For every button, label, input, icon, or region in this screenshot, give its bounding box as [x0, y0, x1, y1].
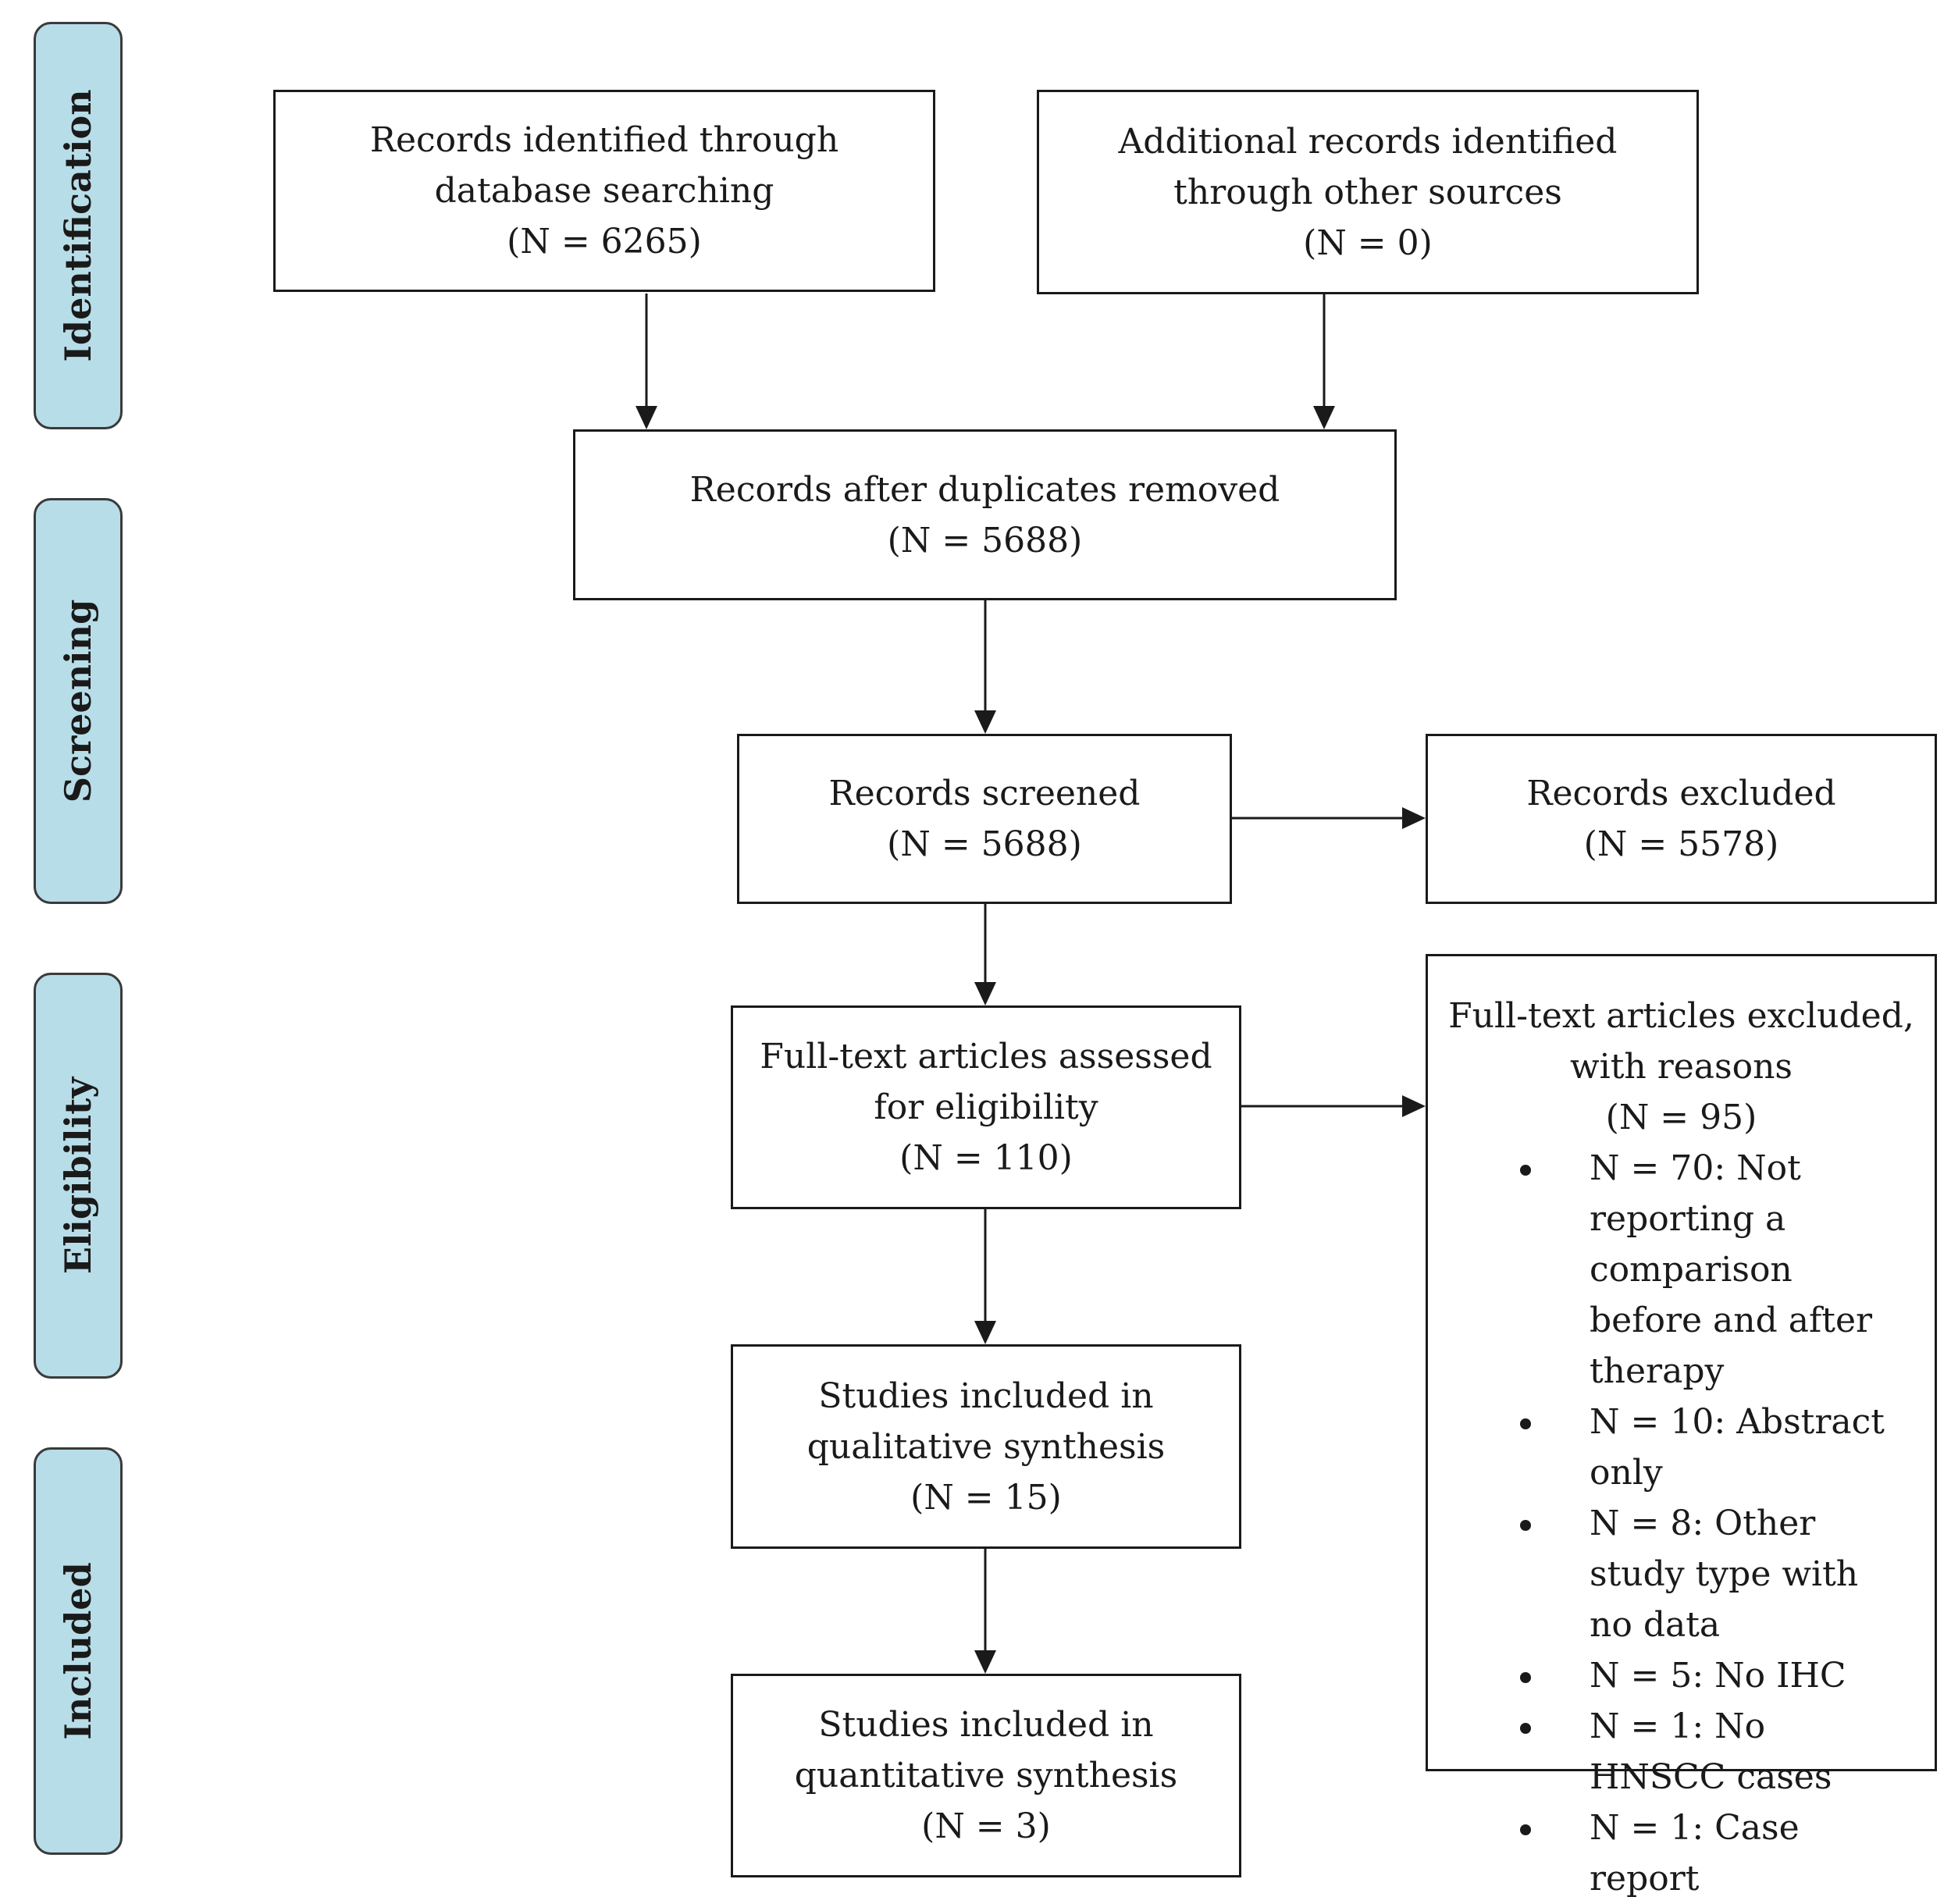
records-screened-count: (N = 5688) — [887, 824, 1082, 864]
quantitative-line-1: Studies included in — [818, 1705, 1154, 1745]
exclusion-reason-text: N = 5: No IHC — [1590, 1656, 1846, 1696]
arrowhead-screened-to-fulltext — [974, 982, 996, 1005]
phase-screening: Screening — [34, 498, 123, 904]
qualitative-line-1: Studies included in — [818, 1376, 1154, 1416]
quantitative-line-2: quantitative synthesis — [794, 1756, 1178, 1795]
phase-identification: Identification — [34, 22, 123, 429]
exclusion-reason-text: N = 1: No HNSCC cases — [1590, 1706, 1832, 1797]
quantitative-count: (N = 3) — [921, 1806, 1051, 1846]
fulltext-assessed-count: (N = 110) — [899, 1138, 1073, 1178]
phase-included-label: Included — [57, 1562, 99, 1740]
exclusion-reasons-list: N = 70: Not reporting a comparison befor… — [1428, 1143, 1935, 1904]
fulltext-excluded-line-1: Full-text articles excluded, — [1448, 996, 1914, 1036]
box-qualitative-synthesis: Studies included in qualitative synthesi… — [731, 1344, 1241, 1549]
exclusion-reason-text: N = 70: Not reporting a comparison befor… — [1590, 1148, 1873, 1391]
box-quantitative-synthesis: Studies included in quantitative synthes… — [731, 1674, 1241, 1877]
other-sources-line-1: Additional records identified — [1118, 121, 1618, 162]
exclusion-reason: N = 1: Case report — [1428, 1803, 1935, 1904]
bullet-icon — [1520, 1824, 1531, 1835]
exclusion-reason: N = 10: Abstract only — [1428, 1397, 1935, 1498]
box-fulltext-assessed: Full-text articles assessed for eligibil… — [731, 1005, 1241, 1209]
database-search-line-2: database searching — [434, 171, 774, 211]
fulltext-excluded-count: (N = 95) — [1605, 1098, 1757, 1137]
phase-eligibility-label: Eligibility — [57, 1077, 99, 1275]
exclusion-reason: N = 1: No HNSCC cases — [1428, 1701, 1935, 1803]
arrowhead-qualitative-to-quantitative — [974, 1650, 996, 1674]
exclusion-reason-text: N = 10: Abstract only — [1590, 1402, 1885, 1493]
exclusion-reason: N = 5: No IHC — [1428, 1650, 1935, 1701]
records-excluded-count: (N = 5578) — [1583, 824, 1779, 864]
exclusion-reason-text: N = 1: Case report — [1590, 1808, 1800, 1899]
arrowhead-database-to-duplicates — [635, 406, 657, 429]
records-excluded-line-1: Records excluded — [1526, 774, 1836, 813]
box-records-excluded: Records excluded (N = 5578) — [1426, 734, 1937, 904]
bullet-icon — [1520, 1520, 1531, 1531]
box-other-sources: Additional records identified through ot… — [1037, 90, 1699, 294]
exclusion-reason-text: N = 8: Other study type with no data — [1590, 1504, 1859, 1645]
qualitative-line-2: qualitative synthesis — [806, 1426, 1166, 1467]
other-sources-count: (N = 0) — [1303, 222, 1433, 263]
box-fulltext-excluded: Full-text articles excluded, with reason… — [1426, 954, 1937, 1899]
database-search-count: (N = 6265) — [507, 222, 702, 262]
exclusion-reason: N = 8: Other study type with no data — [1428, 1498, 1935, 1650]
bullet-icon — [1520, 1723, 1531, 1734]
duplicates-removed-line-1: Records after duplicates removed — [689, 469, 1280, 510]
arrowhead-screened-to-excluded — [1402, 807, 1426, 829]
box-database-search: Records identified through database sear… — [273, 90, 935, 292]
qualitative-count: (N = 15) — [910, 1477, 1062, 1518]
other-sources-line-2: through other sources — [1173, 172, 1562, 212]
phase-eligibility: Eligibility — [34, 973, 123, 1379]
fulltext-assessed-line-1: Full-text articles assessed — [760, 1037, 1212, 1077]
arrowhead-other-to-duplicates — [1313, 406, 1335, 429]
records-screened-line-1: Records screened — [828, 774, 1141, 813]
fulltext-excluded-line-2: with reasons — [1569, 1047, 1793, 1087]
fulltext-assessed-line-2: for eligibility — [874, 1087, 1098, 1127]
arrowhead-duplicates-to-screened — [974, 710, 996, 734]
database-search-line-1: Records identified through — [369, 120, 839, 160]
box-records-screened: Records screened (N = 5688) — [737, 734, 1232, 904]
arrowhead-fulltext-to-qualitative — [974, 1321, 996, 1344]
arrowhead-fulltext-to-excluded — [1402, 1095, 1426, 1117]
box-duplicates-removed: Records after duplicates removed (N = 56… — [573, 429, 1397, 600]
exclusion-reason: N = 70: Not reporting a comparison befor… — [1428, 1143, 1935, 1397]
phase-identification-label: Identification — [57, 89, 99, 362]
bullet-icon — [1520, 1672, 1531, 1683]
phase-included: Included — [34, 1447, 123, 1855]
bullet-icon — [1520, 1165, 1531, 1176]
phase-screening-label: Screening — [57, 599, 99, 803]
bullet-icon — [1520, 1418, 1531, 1429]
duplicates-removed-count: (N = 5688) — [887, 520, 1083, 561]
